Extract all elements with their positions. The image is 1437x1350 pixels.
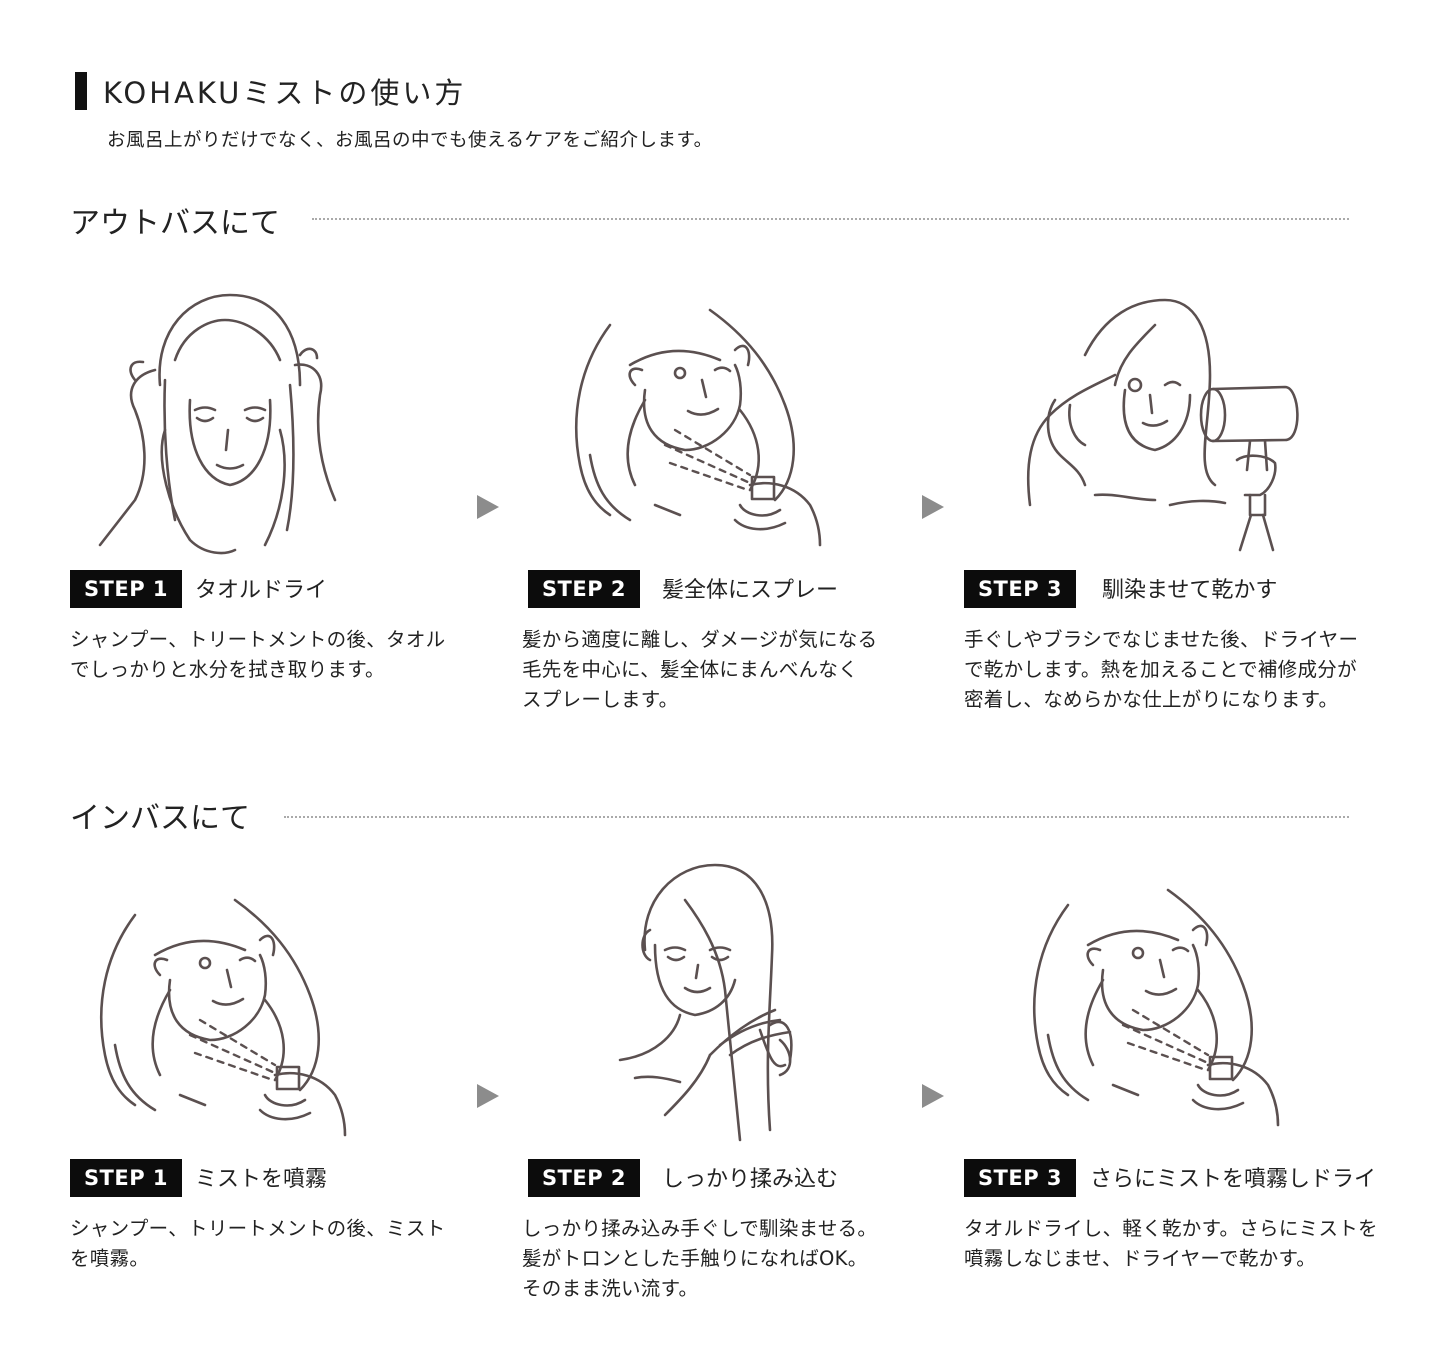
step-description: しっかり揉み込み手ぐしで馴染ませる。 髪がトロンとした手触りになればOK。 その… <box>522 1217 878 1300</box>
illustration-towel-drying <box>95 290 345 564</box>
section-divider <box>284 816 1349 818</box>
step-description: シャンプー、トリートメントの後、タオル でしっかりと水分を拭き取ります。 <box>70 628 446 681</box>
step-title: 髪全体にスプレー <box>662 578 839 603</box>
illustration-spraying <box>570 305 830 549</box>
illustration-massaging <box>610 860 820 1149</box>
step-badge: STEP 3 <box>964 1159 1076 1197</box>
step-badge: STEP 2 <box>528 1159 640 1197</box>
step-title: タオルドライ <box>195 578 328 603</box>
illustration-spraying <box>1028 885 1288 1129</box>
step-description: シャンプー、トリートメントの後、ミスト を噴霧。 <box>70 1217 446 1270</box>
step-description: 手ぐしやブラシでなじませた後、ドライヤー で乾かします。熱を加えることで補修成分… <box>964 628 1359 711</box>
step-description: 髪から適度に離し、ダメージが気になる 毛先を中心に、髪全体にまんべんなく スプレ… <box>522 628 878 711</box>
next-arrow-icon <box>922 495 944 519</box>
page-title: KOHAKUミストの使い方 <box>103 76 467 110</box>
title-accent-bar <box>75 72 87 110</box>
next-arrow-icon <box>922 1084 944 1108</box>
illustration-spraying <box>95 895 355 1139</box>
step-badge: STEP 1 <box>70 570 182 608</box>
step-badge: STEP 1 <box>70 1159 182 1197</box>
next-arrow-icon <box>477 1084 499 1108</box>
section-divider <box>312 218 1349 220</box>
step-badge: STEP 3 <box>964 570 1076 608</box>
step-description: タオルドライし、軽く乾かす。さらにミストを 噴霧しなじませ、ドライヤーで乾かす。 <box>964 1217 1378 1270</box>
page-subtitle: お風呂上がりだけでなく、お風呂の中でも使えるケアをご紹介します。 <box>107 130 713 151</box>
step-title: 馴染ませて乾かす <box>1102 578 1278 603</box>
illustration-blow-drying <box>1015 295 1315 554</box>
step-title: しっかり揉み込む <box>662 1167 839 1192</box>
step-title: さらにミストを噴霧しドライ <box>1090 1167 1377 1192</box>
section-heading-inbath: インバスにて <box>70 801 250 836</box>
next-arrow-icon <box>477 495 499 519</box>
step-title: ミストを噴霧 <box>195 1167 328 1192</box>
section-heading-outbath: アウトバスにて <box>70 206 280 241</box>
step-badge: STEP 2 <box>528 570 640 608</box>
